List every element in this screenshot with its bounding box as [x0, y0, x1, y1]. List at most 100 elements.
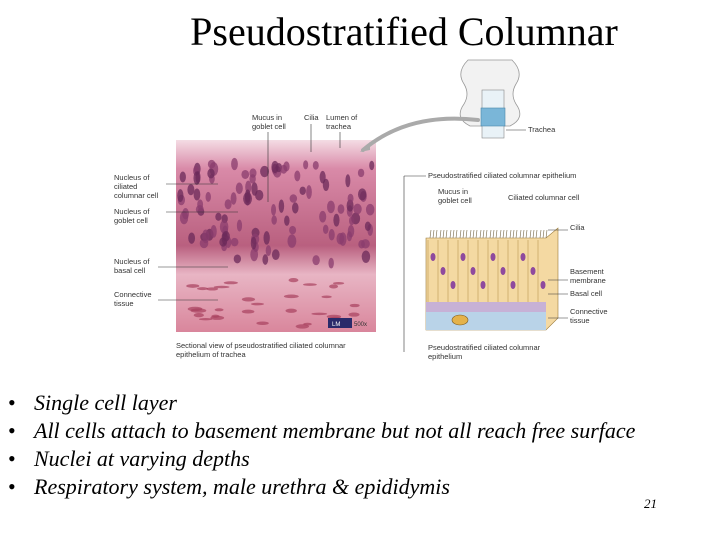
- connective-fiber: [190, 308, 207, 313]
- micrograph-nucleus: [287, 234, 297, 248]
- svg-text:trachea: trachea: [326, 122, 352, 131]
- micrograph-nucleus: [333, 213, 340, 227]
- cilium: [459, 229, 462, 239]
- cilium: [515, 229, 518, 239]
- cilium: [445, 229, 448, 239]
- micrograph-nucleus: [280, 164, 288, 174]
- cilium: [439, 229, 442, 239]
- svg-text:Connective: Connective: [570, 307, 608, 316]
- micrograph-nucleus: [299, 186, 306, 196]
- svg-text:membrane: membrane: [570, 276, 606, 285]
- bullet-dot: •: [8, 474, 16, 499]
- connective-fiber: [198, 317, 213, 321]
- micrograph-nucleus: [327, 200, 335, 214]
- micrograph-nucleus: [236, 219, 243, 232]
- connective-fiber: [241, 309, 255, 314]
- micrograph-nucleus: [207, 168, 215, 179]
- left-labels: Nucleus of ciliated columnar cell Nucleu…: [114, 173, 238, 308]
- bullet-dot: •: [8, 446, 16, 471]
- svg-text:Nucleus of: Nucleus of: [114, 257, 150, 266]
- cilium: [492, 229, 495, 239]
- svg-text:tissue: tissue: [114, 299, 134, 308]
- bullet-text: Single cell layer: [34, 390, 177, 415]
- micrograph-nucleus: [322, 178, 330, 191]
- cilium: [465, 229, 468, 239]
- micrograph-nucleus: [284, 215, 290, 226]
- micrograph-nucleus: [219, 219, 229, 234]
- micrograph-nucleus: [336, 232, 345, 245]
- micrograph-nucleus: [369, 160, 375, 171]
- micrograph-nucleus: [230, 192, 237, 205]
- cilium: [469, 229, 472, 239]
- micrograph-nucleus: [222, 231, 230, 242]
- connective-fiber: [283, 294, 299, 299]
- page-number: 21: [644, 496, 657, 511]
- cilium: [452, 229, 455, 239]
- micrograph: LM 500x: [176, 140, 376, 332]
- cilium: [525, 229, 528, 239]
- svg-text:goblet cell: goblet cell: [438, 196, 472, 205]
- micrograph-nucleus: [250, 247, 259, 262]
- cilium: [532, 229, 535, 239]
- micrograph-nucleus: [271, 160, 279, 174]
- micrograph-nucleus: [215, 212, 222, 221]
- svg-text:Basement: Basement: [570, 267, 605, 276]
- cell-nucleus: [540, 281, 546, 289]
- svg-text:ciliated: ciliated: [114, 182, 137, 191]
- micrograph-nucleus: [361, 250, 371, 263]
- micrograph-nucleus: [345, 174, 351, 188]
- connective-fiber: [223, 281, 238, 285]
- cilium: [449, 229, 452, 239]
- connective-fiber: [302, 283, 317, 286]
- svg-text:Connective: Connective: [114, 290, 152, 299]
- cilium: [512, 229, 515, 239]
- connective-fiber: [250, 302, 265, 306]
- svg-text:goblet cell: goblet cell: [252, 122, 286, 131]
- bullet-text: All cells attach to basement membrane bu…: [34, 418, 636, 443]
- micrograph-nucleus: [262, 254, 269, 265]
- cilium: [499, 229, 502, 239]
- connective-fiber: [196, 287, 209, 291]
- connective-fiber: [206, 287, 219, 291]
- svg-text:Basal cell: Basal cell: [570, 289, 602, 298]
- micrograph-nucleus: [289, 194, 298, 203]
- cilium: [435, 229, 438, 239]
- micrograph-nucleus: [179, 171, 186, 183]
- cilium: [545, 229, 548, 239]
- cell-nucleus: [500, 267, 506, 275]
- slide-title: Pseudostratified Columnar: [190, 9, 618, 54]
- connective-fiber: [329, 284, 339, 289]
- micrograph-nucleus: [349, 216, 355, 226]
- connective-fiber: [214, 308, 224, 312]
- micrograph-nucleus: [312, 255, 320, 266]
- bullet-text: Respiratory system, male urethra & epidi…: [34, 474, 450, 499]
- caption-left-2: epithelium of trachea: [176, 350, 246, 359]
- svg-text:Mucus in: Mucus in: [252, 113, 282, 122]
- connective-fiber: [311, 312, 328, 316]
- micrograph-nucleus: [322, 224, 329, 234]
- magnification: 500x: [354, 322, 367, 328]
- connective-fiber: [321, 295, 332, 299]
- svg-text:Pseudostratified ciliated colu: Pseudostratified ciliated columnar epith…: [428, 171, 576, 180]
- bullet-dot: •: [8, 390, 16, 415]
- svg-text:goblet cell: goblet cell: [114, 216, 148, 225]
- connective-fiber: [348, 312, 360, 317]
- micrograph-nucleus: [265, 245, 272, 257]
- micrograph-nucleus: [278, 199, 285, 213]
- connective-fiber: [193, 312, 204, 318]
- micrograph-nucleus: [271, 215, 277, 225]
- micrograph-nucleus: [294, 170, 301, 182]
- cilium: [539, 229, 542, 239]
- bullet-dot: •: [8, 418, 16, 443]
- cilium: [519, 229, 522, 239]
- cilium: [485, 229, 488, 239]
- micrograph-nucleus: [364, 221, 371, 231]
- cilium: [475, 229, 478, 239]
- cell-nucleus: [490, 253, 496, 261]
- svg-text:basal cell: basal cell: [114, 266, 146, 275]
- svg-text:Cilia: Cilia: [570, 223, 585, 232]
- right-labels: Pseudostratified ciliated columnar epith…: [403, 171, 608, 352]
- connective-fiber: [213, 285, 230, 289]
- cell-nucleus: [450, 281, 456, 289]
- micrograph-nucleus: [249, 174, 256, 184]
